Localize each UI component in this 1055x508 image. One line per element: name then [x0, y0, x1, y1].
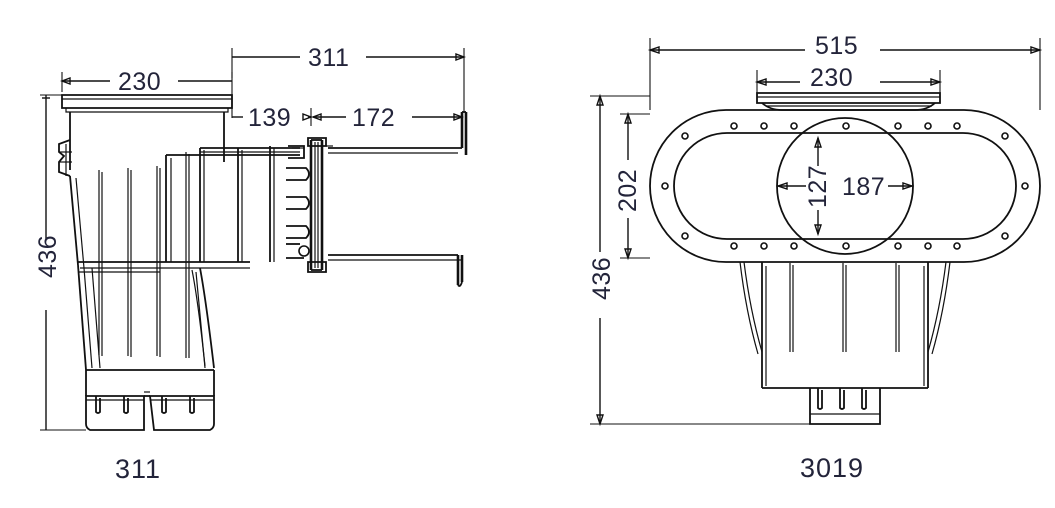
faceplate-flange-block — [286, 137, 333, 273]
left-side-section-view: 230 311 139 — [34, 44, 468, 484]
dim-label-230-right: 230 — [810, 64, 853, 92]
oval-faceplate-outer — [649, 109, 1041, 263]
dim-label-202: 202 — [614, 169, 642, 212]
dimension-187: 187 — [775, 173, 915, 201]
part-number-right: 3019 — [800, 453, 864, 483]
dim-label-436-left: 436 — [34, 235, 62, 278]
dimension-139: 139 — [231, 92, 313, 132]
dimension-127: 127 — [804, 135, 832, 237]
dimension-436-left: 436 — [34, 94, 86, 431]
dim-label-127: 127 — [804, 165, 832, 208]
lower-sump — [85, 267, 215, 431]
right-front-elevation-view: 515 230 202 — [588, 32, 1043, 483]
dimension-230-right: 230 — [754, 64, 943, 93]
oval-faceplate-inner — [673, 132, 1017, 240]
dim-label-230-left: 230 — [118, 68, 161, 96]
dim-label-172: 172 — [352, 104, 395, 132]
dimension-230-left: 230 — [60, 68, 233, 96]
lower-sump-front — [739, 261, 951, 425]
dim-label-436-right: 436 — [588, 257, 616, 300]
outlet-pipe — [328, 111, 468, 287]
throat-duct — [165, 146, 300, 262]
dimension-311-top: 311 — [231, 44, 466, 112]
basket-ribs — [98, 152, 190, 358]
faceplate-bolt-holes — [661, 122, 1029, 250]
part-number-left: 311 — [115, 454, 161, 484]
lid-cover-front — [756, 92, 941, 111]
dim-label-515: 515 — [815, 32, 858, 60]
dim-label-139: 139 — [248, 104, 291, 132]
dim-label-311-top: 311 — [308, 44, 349, 72]
dimension-172: 172 — [311, 104, 464, 132]
dim-label-187: 187 — [842, 173, 885, 201]
dimension-202: 202 — [614, 111, 650, 261]
dimension-436-right: 436 — [588, 93, 810, 427]
skimmer-body-outline — [58, 94, 250, 371]
dimension-515: 515 — [647, 32, 1043, 110]
